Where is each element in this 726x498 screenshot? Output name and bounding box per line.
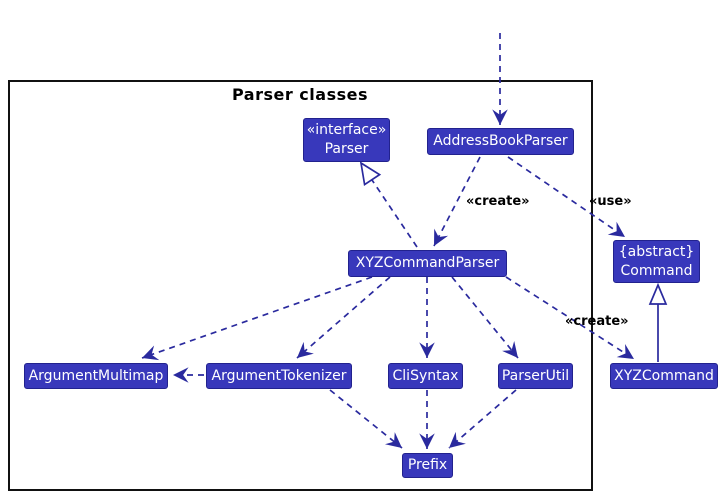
xyzcommandparser-name: XYZCommandParser <box>355 255 500 271</box>
edge-xyzcommandparser-to-parserutil <box>451 276 519 359</box>
class-addressbookparser: AddressBookParser <box>427 128 574 155</box>
class-parserutil: ParserUtil <box>498 363 573 389</box>
edge-addressbookparser-create-xyzcommandparser <box>433 156 481 247</box>
edge-xyzcommandparser-to-argumenttokenizer <box>296 276 391 359</box>
edge-parserutil-to-prefix <box>448 389 517 449</box>
diagram-frame <box>8 80 593 491</box>
edge-xyzcommandparser-to-argumentmultimap <box>141 276 373 361</box>
class-prefix: Prefix <box>402 453 453 478</box>
class-command-abstract: {abstract} Command <box>613 240 700 283</box>
edge-label-create-left: «create» <box>466 194 530 209</box>
parser-stereotype: «interface» <box>306 122 387 138</box>
class-parser-interface: «interface» Parser <box>303 118 390 162</box>
edge-argumenttokenizer-to-prefix <box>329 389 403 449</box>
edge-addressbookparser-use-command <box>507 156 626 238</box>
class-argumenttokenizer: ArgumentTokenizer <box>206 363 352 389</box>
parser-name: Parser <box>324 141 369 157</box>
class-argumentmultimap: ArgumentMultimap <box>24 363 168 389</box>
command-name: Command <box>620 262 693 279</box>
prefix-name: Prefix <box>407 457 448 473</box>
xyzcommand-name: XYZCommand <box>614 367 714 384</box>
inheritance-triangle-command <box>648 282 668 305</box>
parserutil-name: ParserUtil <box>501 367 570 384</box>
command-stereotype: {abstract} <box>618 243 695 260</box>
class-xyzcommand: XYZCommand <box>610 363 718 389</box>
argumentmultimap-name: ArgumentMultimap <box>28 367 164 384</box>
edge-xyzcommandparser-implements-parser <box>371 179 418 248</box>
frame-title: Parser classes <box>231 85 368 104</box>
addressbookparser-name: AddressBookParser <box>433 133 568 149</box>
class-xyzcommandparser: XYZCommandParser <box>348 250 507 277</box>
edge-label-create-right: «create» <box>565 314 629 329</box>
class-clisyntax: CliSyntax <box>388 363 463 389</box>
argumenttokenizer-name: ArgumentTokenizer <box>211 367 347 384</box>
realization-triangle-parser <box>359 161 382 187</box>
edge-label-use: «use» <box>589 194 632 209</box>
edge-xyzcommandparser-create-xyzcommand <box>505 276 635 360</box>
clisyntax-name: CliSyntax <box>392 367 459 384</box>
